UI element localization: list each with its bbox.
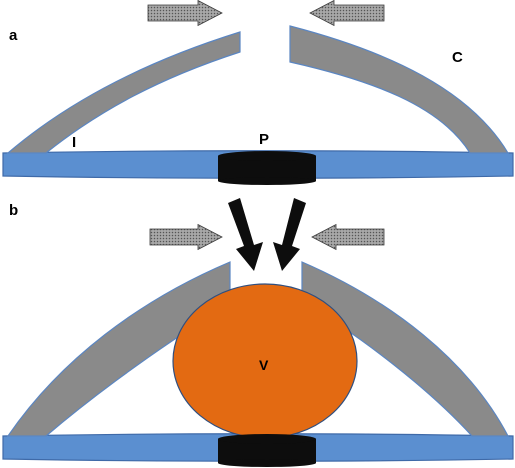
panel-a-puck (218, 151, 316, 185)
panel-a-puck-top (218, 151, 316, 161)
panel-b-puck (218, 434, 316, 467)
panel-a-left-dotted-arrow (147, 0, 223, 27)
panel-b-right-dotted-arrow (311, 223, 385, 251)
panel-b: b V (2, 198, 514, 467)
panel-b-puck-bottom (218, 459, 316, 467)
panel-b-right-beam (301, 261, 509, 437)
panel-a-left-beam (6, 31, 241, 154)
panel-b-left-beam (6, 261, 231, 437)
panel-a-letter: a (9, 27, 18, 44)
panel-a-right-beam (289, 25, 510, 154)
panel-a-label-c: C (452, 49, 463, 66)
panel-a-label-p: P (259, 131, 269, 148)
panel-a-label-i: I (72, 134, 76, 151)
panel-b-label-v: V (259, 357, 269, 373)
panel-b-letter: b (9, 202, 18, 219)
panel-a-puck-bottom (218, 177, 316, 185)
panel-b-left-dotted-arrow (149, 223, 223, 251)
panel-b-puck-top (218, 434, 316, 444)
panel-a: a C I P (2, 0, 514, 185)
panel-b-left-solid-arrow (228, 198, 263, 271)
panel-a-right-dotted-arrow (309, 0, 385, 27)
panel-b-right-solid-arrow (273, 198, 306, 271)
